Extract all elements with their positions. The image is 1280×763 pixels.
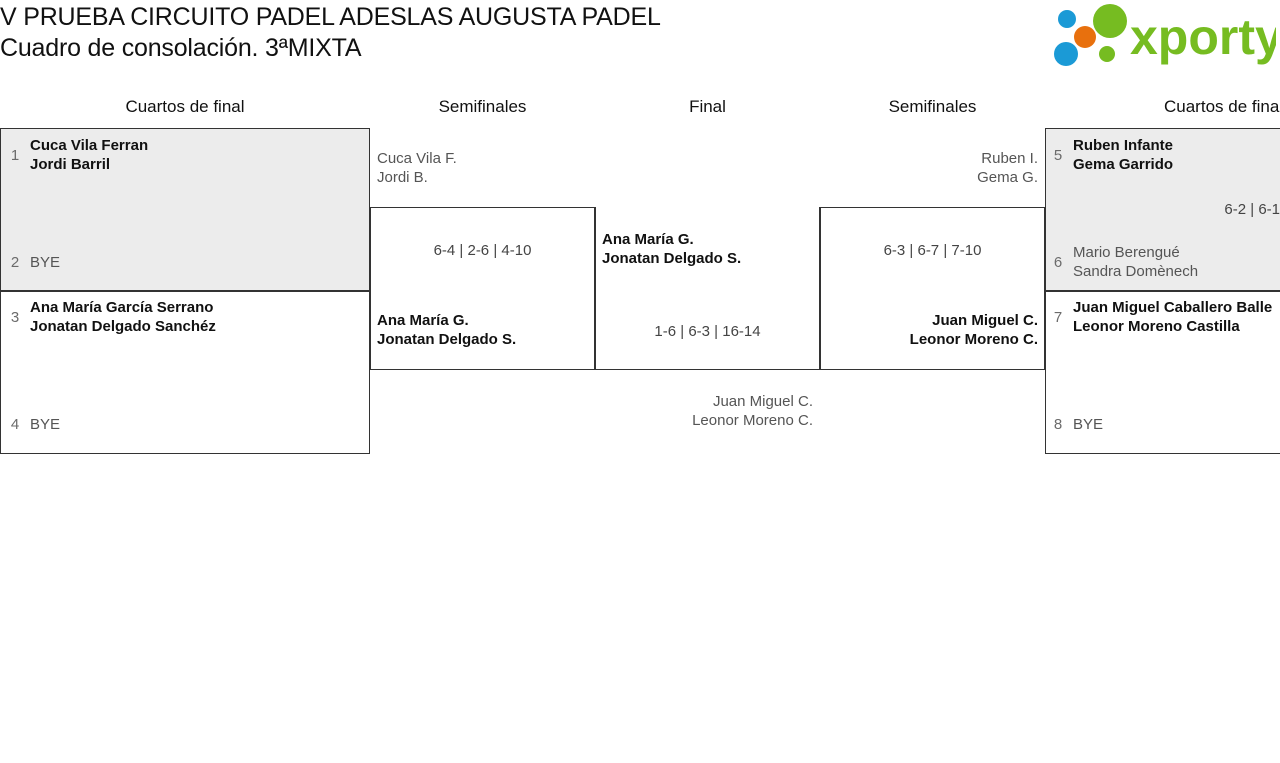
entrant-sf-right-top[interactable]: Ruben I. Gema G. [977, 150, 1038, 186]
match-box-final[interactable] [595, 207, 820, 370]
draw-subtitle: Cuadro de consolación. 3ªMIXTA [0, 34, 362, 62]
entrant-names: BYE [30, 254, 61, 271]
round-header-final: Final [689, 97, 726, 116]
seed-number: 3 [10, 308, 20, 326]
entrant-names: Mario Berengué Sandra Domènech [1073, 244, 1199, 280]
entrant-names: BYE [1073, 416, 1104, 433]
xporty-logo[interactable]: xporty [1044, 4, 1276, 70]
entrant-qf1-bottom[interactable]: 2 BYE [8, 253, 60, 272]
entrant-sf-right-bottom[interactable]: Juan Miguel C. Leonor Moreno C. [909, 312, 1038, 348]
seed-number: 7 [1053, 308, 1063, 326]
page-title: V PRUEBA CIRCUITO PADEL ADESLAS AUGUSTA … [0, 2, 661, 64]
logo-dots-icon [1054, 4, 1127, 66]
entrant-names: Cuca Vila Ferran Jordi Barril [30, 137, 149, 173]
entrant-qf1-top[interactable]: 1 Cuca Vila Ferran Jordi Barril [8, 136, 148, 174]
match-box-sf-left[interactable] [370, 207, 595, 370]
seed-number: 1 [10, 146, 20, 164]
entrant-qf3-top[interactable]: 5 Ruben Infante Gema Garrido [1051, 136, 1173, 174]
tournament-name: V PRUEBA CIRCUITO PADEL ADESLAS AUGUSTA … [0, 3, 661, 31]
entrant-sf-left-top[interactable]: Cuca Vila F. Jordi B. [377, 150, 457, 186]
match-box-qf1[interactable] [0, 128, 370, 291]
entrant-final-top[interactable]: Ana María G. Jonatan Delgado S. [602, 231, 742, 267]
match-box-sf-right[interactable] [820, 207, 1045, 370]
page-header: V PRUEBA CIRCUITO PADEL ADESLAS AUGUSTA … [0, 0, 1280, 75]
entrant-names: Juan Miguel Caballero Balle Leonor Moren… [1073, 299, 1273, 335]
entrant-qf2-top[interactable]: 3 Ana María García Serrano Jonatan Delga… [8, 298, 216, 336]
entrant-names: Ana María García Serrano Jonatan Delgado… [30, 299, 216, 335]
entrant-qf4-bottom[interactable]: 8 BYE [1051, 415, 1103, 434]
match-box-qf3[interactable] [1045, 128, 1280, 291]
entrant-qf2-bottom[interactable]: 4 BYE [8, 415, 60, 434]
seed-number: 5 [1053, 146, 1063, 164]
round-header-sf-right: Semifinales [888, 97, 977, 116]
entrant-final-bottom[interactable]: Juan Miguel C. Leonor Moreno C. [692, 393, 813, 429]
match-box-qf4[interactable] [1045, 291, 1280, 454]
seed-number: 6 [1053, 253, 1063, 271]
score-sf-left: 6-4 | 2-6 | 4-10 [433, 242, 532, 259]
entrant-qf4-top[interactable]: 7 Juan Miguel Caballero Balle Leonor Mor… [1051, 298, 1272, 336]
round-header-qf-left: Cuartos de final [125, 97, 245, 116]
score-qf3: 6-2 | 6-1 [1224, 201, 1280, 218]
entrant-qf3-bottom[interactable]: 6 Mario Berengué Sandra Domènech [1051, 243, 1198, 281]
entrant-names: Ruben Infante Gema Garrido [1073, 137, 1174, 173]
score-final: 1-6 | 6-3 | 16-14 [654, 323, 761, 340]
logo-wordmark: xporty [1130, 9, 1276, 65]
entrant-sf-left-bottom[interactable]: Ana María G. Jonatan Delgado S. [377, 312, 517, 348]
score-sf-right: 6-3 | 6-7 | 7-10 [883, 242, 982, 259]
round-header-sf-left: Semifinales [438, 97, 527, 116]
seed-number: 2 [10, 254, 20, 271]
seed-number: 4 [10, 416, 20, 433]
seed-number: 8 [1053, 416, 1063, 433]
entrant-names: BYE [30, 416, 61, 433]
match-box-qf2[interactable] [0, 291, 370, 454]
round-header-qf-right: Cuartos de final [1164, 97, 1280, 116]
